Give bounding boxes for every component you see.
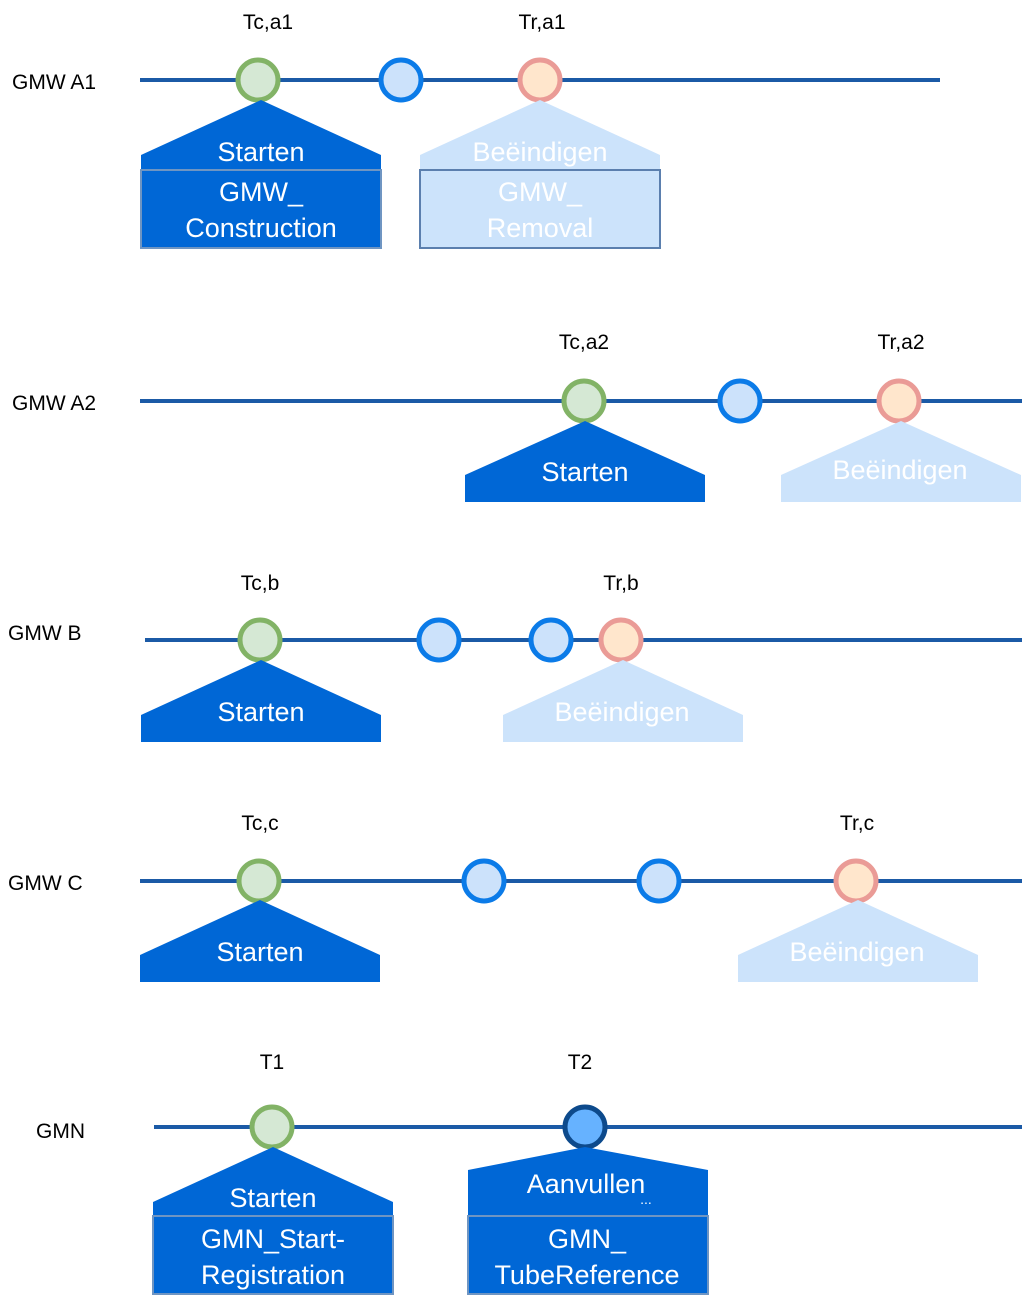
start-event-marker[interactable] bbox=[235, 57, 281, 103]
action-starten[interactable]: Starten bbox=[140, 900, 380, 982]
time-label-start: T1 bbox=[260, 1051, 285, 1074]
action-aanvullen[interactable]: Aanvullen ... GMN_ TubeReference bbox=[467, 1147, 709, 1295]
message-box-line-1: GMN_Start- bbox=[201, 1224, 345, 1254]
message-box-line-2: TubeReference bbox=[494, 1260, 679, 1290]
action-shape bbox=[141, 660, 381, 742]
time-label-end: Tr,a2 bbox=[877, 331, 924, 354]
intermediate-event-marker[interactable] bbox=[528, 617, 574, 663]
intermediate-event-marker[interactable] bbox=[636, 858, 682, 904]
lane-label: GMN bbox=[36, 1120, 85, 1143]
action-starten[interactable]: Starten GMW_ Construction bbox=[140, 100, 382, 249]
action-ellipsis: ... bbox=[640, 1191, 652, 1207]
action-label: Starten bbox=[541, 457, 628, 487]
action-shape bbox=[140, 900, 380, 982]
time-label-end: Tr,a1 bbox=[518, 11, 565, 34]
action-starten[interactable]: Starten bbox=[465, 421, 705, 502]
end-event-marker[interactable] bbox=[833, 858, 879, 904]
start-event-marker[interactable] bbox=[236, 858, 282, 904]
lane-label: GMW A2 bbox=[12, 392, 96, 415]
action-starten[interactable]: Starten GMN_Start- Registration bbox=[152, 1147, 394, 1295]
message-box bbox=[152, 1215, 394, 1295]
time-label-start: Tc,b bbox=[241, 572, 280, 595]
start-event-marker[interactable] bbox=[249, 1104, 295, 1150]
time-label-start: Tc,a2 bbox=[559, 331, 609, 354]
intermediate-event-marker[interactable] bbox=[378, 57, 424, 103]
lane-gmn: GMN T1 T2 Starten GMN_Start- Registratio… bbox=[36, 1051, 1022, 1295]
intermediate-event-marker[interactable] bbox=[416, 617, 462, 663]
action-label: Starten bbox=[217, 697, 304, 727]
message-box-line-1: GMW_ bbox=[219, 177, 304, 207]
intermediate-event-marker[interactable] bbox=[717, 378, 763, 424]
message-box bbox=[419, 169, 661, 249]
message-box-line-1: GMN_ bbox=[548, 1224, 627, 1254]
time-label-start: Tc,c bbox=[241, 812, 278, 835]
time-label-end: T2 bbox=[568, 1051, 593, 1074]
action-shape bbox=[503, 660, 743, 742]
message-box-line-1: GMW_ bbox=[498, 177, 583, 207]
action-beeindigen[interactable]: Beëindigen GMW_ Removal bbox=[419, 100, 661, 249]
time-label-end: Tr,b bbox=[603, 572, 638, 595]
action-shape bbox=[781, 421, 1021, 502]
lane-label: GMW A1 bbox=[12, 71, 96, 94]
action-label: Starten bbox=[216, 937, 303, 967]
action-label: Aanvullen bbox=[527, 1169, 646, 1199]
lane-label: GMW C bbox=[8, 872, 83, 895]
lane-gmw-a1: GMW A1 Tc,a1 Tr,a1 Starten GMW_ Construc… bbox=[12, 11, 940, 249]
lane-gmw-a2: GMW A2 Tc,a2 Tr,a2 Starten Beëindigen bbox=[12, 331, 1022, 502]
end-event-marker[interactable] bbox=[876, 378, 922, 424]
action-label: Beëindigen bbox=[832, 455, 967, 485]
action-label: Beëindigen bbox=[472, 137, 607, 167]
action-label: Beëindigen bbox=[554, 697, 689, 727]
action-starten[interactable]: Starten bbox=[141, 660, 381, 742]
action-beeindigen[interactable]: Beëindigen bbox=[738, 900, 978, 982]
end-event-marker[interactable] bbox=[517, 57, 563, 103]
action-label: Starten bbox=[217, 137, 304, 167]
action-shape bbox=[738, 900, 978, 982]
lane-gmw-b: GMW B Tc,b Tr,b Starten Beëindigen bbox=[8, 572, 1022, 742]
action-shape bbox=[420, 100, 660, 170]
time-label-start: Tc,a1 bbox=[243, 11, 293, 34]
start-event-marker[interactable] bbox=[561, 378, 607, 424]
action-label: Beëindigen bbox=[789, 937, 924, 967]
action-shape bbox=[141, 100, 381, 170]
end-event-marker[interactable] bbox=[598, 617, 644, 663]
time-label-end: Tr,c bbox=[840, 812, 874, 835]
lane-label: GMW B bbox=[8, 622, 82, 645]
action-shape bbox=[153, 1147, 393, 1216]
start-event-marker[interactable] bbox=[237, 617, 283, 663]
message-box bbox=[140, 169, 382, 249]
action-shape bbox=[468, 1147, 708, 1216]
action-shape bbox=[465, 421, 705, 502]
message-box-line-2: Registration bbox=[201, 1260, 345, 1290]
message-box-line-2: Removal bbox=[487, 213, 594, 243]
action-beeindigen[interactable]: Beëindigen bbox=[503, 660, 743, 742]
intermediate-event-marker[interactable] bbox=[461, 858, 507, 904]
action-beeindigen[interactable]: Beëindigen bbox=[781, 421, 1021, 502]
action-label: Starten bbox=[229, 1183, 316, 1213]
message-box-line-2: Construction bbox=[185, 213, 337, 243]
update-event-marker[interactable] bbox=[562, 1104, 608, 1150]
message-box bbox=[467, 1215, 709, 1295]
lane-gmw-c: GMW C Tc,c Tr,c Starten Beëindigen bbox=[8, 812, 1022, 982]
